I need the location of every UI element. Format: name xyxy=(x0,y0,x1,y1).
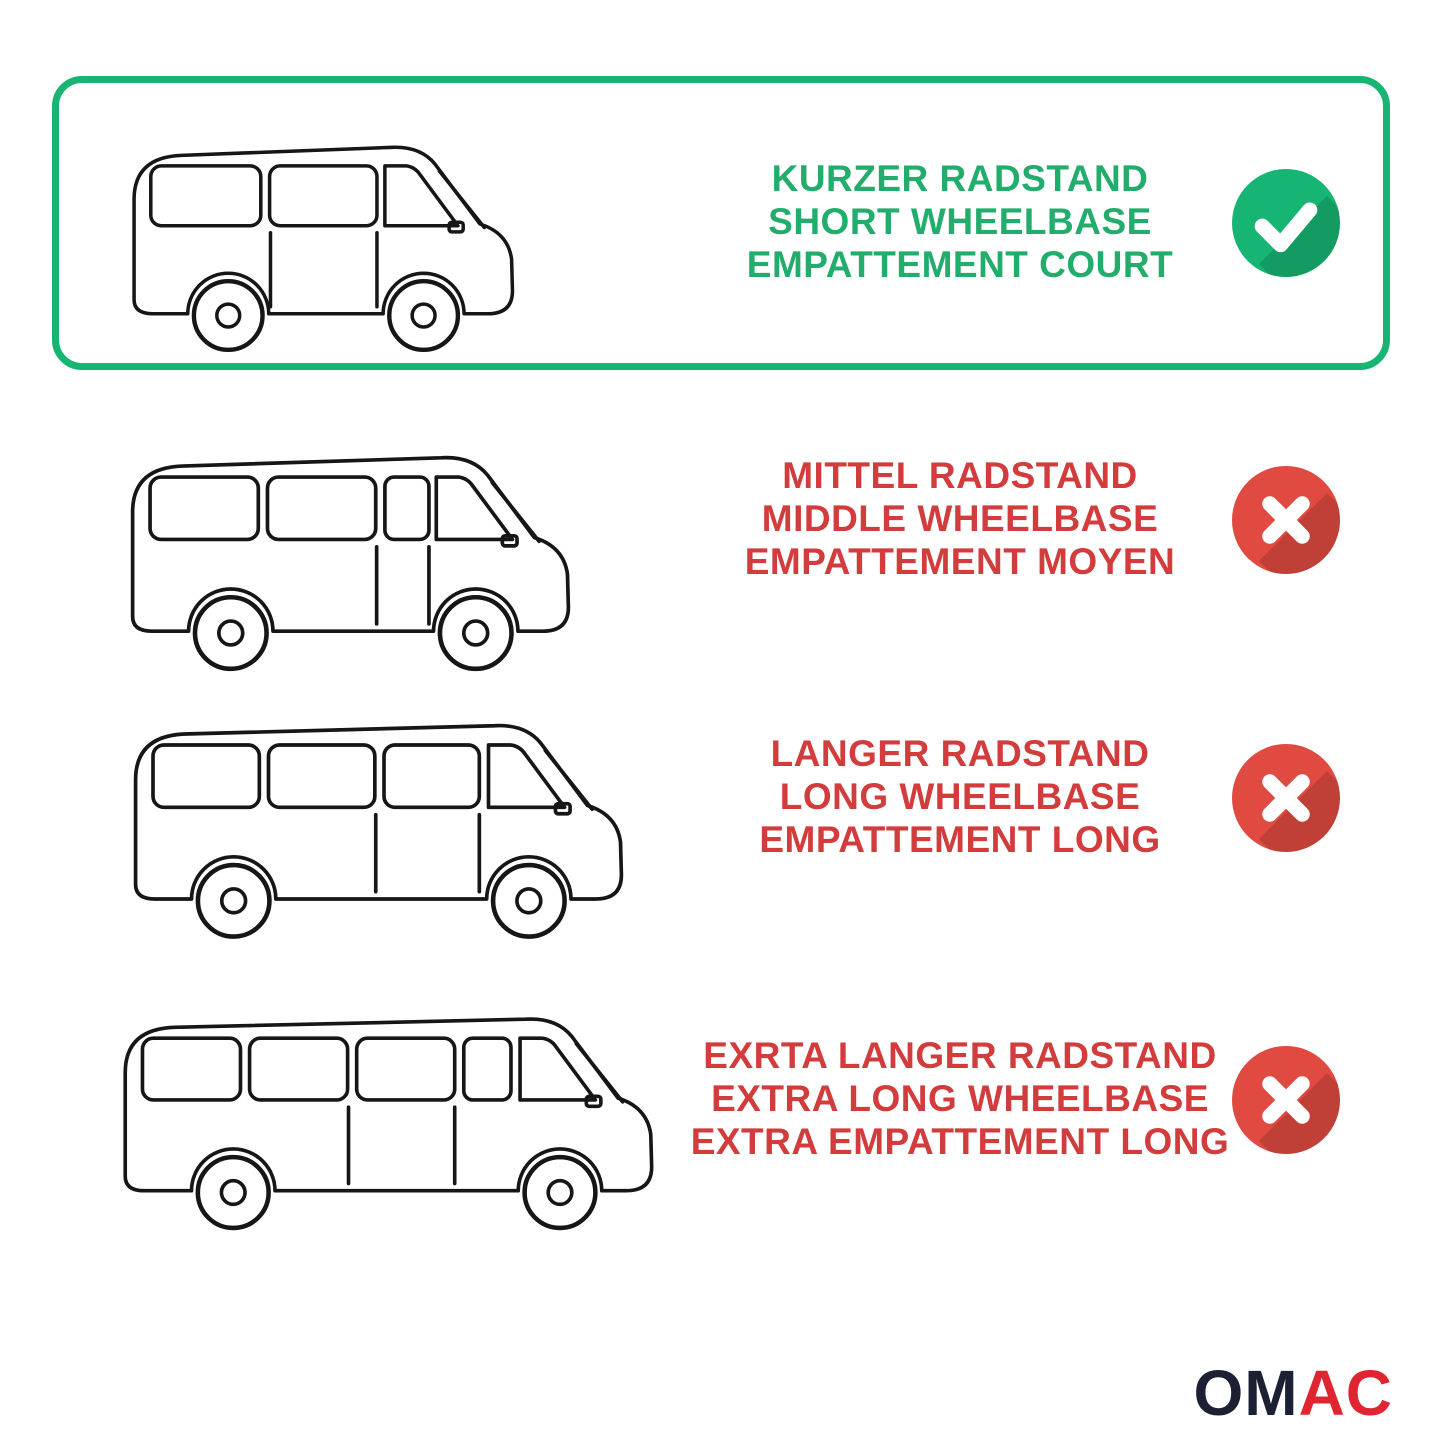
van-illustration-long-wheelbase xyxy=(133,723,624,939)
cross-icon xyxy=(1232,1046,1340,1154)
label-line-fr: EMPATTEMENT LONG xyxy=(759,818,1161,860)
label-line-en: EXTRA LONG WHEELBASE xyxy=(711,1077,1209,1119)
label-line-en: SHORT WHEELBASE xyxy=(768,200,1152,242)
brand-logo-red-part: AC xyxy=(1298,1357,1393,1429)
label-line-fr: EXTRA EMPATTEMENT LONG xyxy=(690,1120,1230,1162)
van-illustration-extra-long-wheelbase xyxy=(123,1017,654,1231)
label-line-fr: EMPATTEMENT MOYEN xyxy=(744,540,1176,582)
van-illustration-short-wheelbase xyxy=(132,145,515,353)
label-line-de: KURZER RADSTAND xyxy=(771,158,1149,199)
selected-variant-outline xyxy=(52,76,1390,370)
variant-label-extra-long: EXRTA LANGER RADSTAND EXTRA LONG WHEELBA… xyxy=(655,1035,1265,1164)
label-line-fr: EMPATTEMENT COURT xyxy=(746,243,1174,285)
brand-logo: OMAC xyxy=(1193,1361,1393,1425)
label-line-de: LANGER RADSTAND xyxy=(770,733,1150,774)
label-line-de: EXRTA LANGER RADSTAND xyxy=(703,1035,1217,1076)
brand-logo-dark-part: OM xyxy=(1193,1357,1299,1429)
cross-icon xyxy=(1232,744,1340,852)
label-line-en: MIDDLE WHEELBASE xyxy=(761,497,1159,539)
van-illustration-middle-wheelbase xyxy=(130,455,571,672)
variant-label-long: LANGER RADSTAND LONG WHEELBASE EMPATTEME… xyxy=(655,733,1265,862)
check-icon xyxy=(1232,169,1340,277)
label-line-en: LONG WHEELBASE xyxy=(779,775,1141,817)
cross-icon xyxy=(1232,466,1340,574)
label-line-de: MITTEL RADSTAND xyxy=(782,455,1138,496)
variant-label-middle: MITTEL RADSTAND MIDDLE WHEELBASE EMPATTE… xyxy=(655,455,1265,584)
variant-label-short: KURZER RADSTAND SHORT WHEELBASE EMPATTEM… xyxy=(655,158,1265,287)
